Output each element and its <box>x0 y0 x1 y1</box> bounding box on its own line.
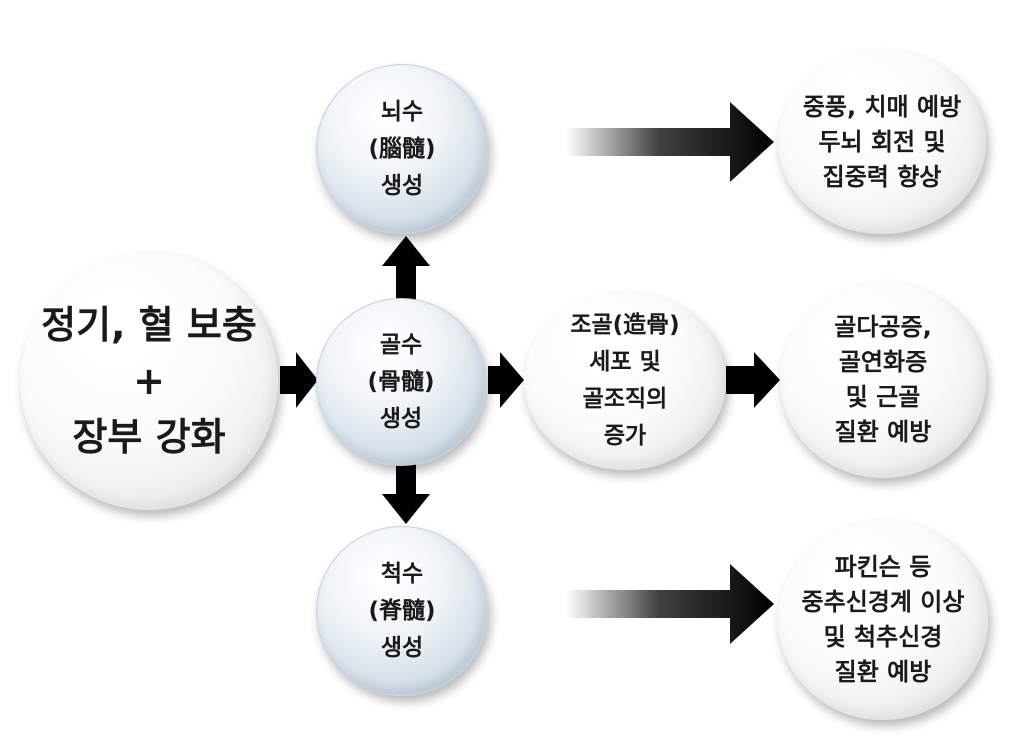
bone-result-label: 골다공증, 골연화증 및 근골 질환 예방 <box>834 313 932 446</box>
spinal-marrow-circle: 척수 (脊髓) 생성 <box>316 526 488 696</box>
source-circle: 정기, 혈 보충 + 장부 강화 <box>20 252 278 510</box>
bone-marrow-circle: 골수 (骨髓) 생성 <box>316 298 486 466</box>
brain-marrow-label: 뇌수 (腦髓) 생성 <box>368 98 436 199</box>
arrow-bottom-to-spine-result <box>566 564 774 644</box>
spine-result-label: 파킨슨 등 중추신경계 이상 및 척추신경 질환 예방 <box>801 553 965 686</box>
brain-result-circle: 중풍, 치매 예방 두뇌 회전 및 집중력 향상 <box>778 50 986 234</box>
brain-marrow-circle: 뇌수 (腦髓) 생성 <box>316 64 488 234</box>
bone-cell-circle: 조골(造骨) 세포 및 골조직의 증가 <box>524 292 726 470</box>
arrow-center-to-middle <box>488 352 524 408</box>
arrow-source-to-center <box>280 352 318 408</box>
bone-result-circle: 골다공증, 골연화증 및 근골 질환 예방 <box>780 282 986 478</box>
bone-marrow-label: 골수 (骨髓) 생성 <box>367 331 435 432</box>
arrow-center-to-top <box>382 236 430 300</box>
source-label: 정기, 혈 보충 + 장부 강화 <box>41 303 257 459</box>
spinal-marrow-label: 척수 (脊髓) 생성 <box>368 560 436 661</box>
arrow-center-to-bottom <box>382 464 430 524</box>
spine-result-circle: 파킨슨 등 중추신경계 이상 및 척추신경 질환 예방 <box>778 520 988 720</box>
arrow-top-to-brain-result <box>566 102 774 182</box>
brain-result-label: 중풍, 치매 예방 두뇌 회전 및 집중력 향상 <box>802 92 962 191</box>
arrow-middle-to-bone-result <box>726 352 780 408</box>
bone-cell-label: 조골(造骨) 세포 및 골조직의 증가 <box>570 312 680 449</box>
